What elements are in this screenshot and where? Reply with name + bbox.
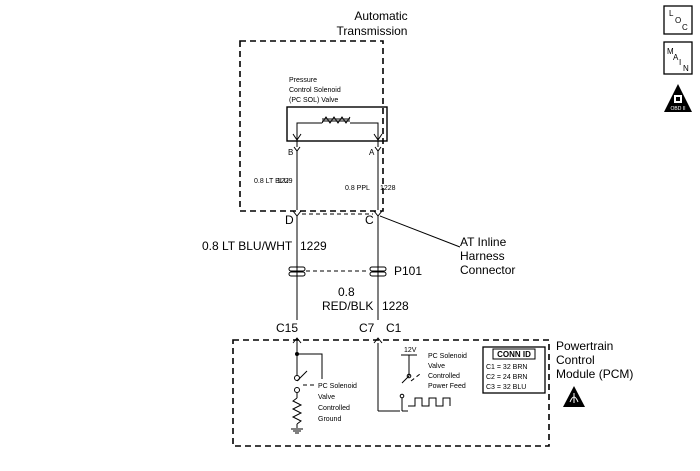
loc-letter-l: L [669,9,674,18]
pcm-pin-c7-symbol [373,337,383,344]
esd-warning-icon [563,386,585,407]
p101-label: P101 [394,264,422,278]
wire-circuit-1228-main: 1228 [382,299,409,313]
solenoid-pin-a-symbol [374,146,382,152]
conn-id-row-2: C2 = 24 BRN [486,374,527,381]
ground-label-line1: PC Solenoid [318,383,357,390]
wire-label-red-blk: RED/BLK [322,299,373,313]
voltage-label: 12V [404,347,417,354]
solenoid-label-line3: (PC SOL) Valve [289,97,338,104]
feed-label-line3: Controlled [428,373,460,380]
loc-letter-o: O [675,16,681,25]
loc-letter-c: C [682,23,688,32]
main-nav-icon[interactable]: M A I N [663,41,693,75]
wire-label-red-blk-gauge: 0.8 [338,285,355,299]
wire-circuit-1228-internal: 1228 [380,185,396,192]
obd-ii-icon[interactable]: OBD II [664,84,692,112]
wire-label-ppl: 0.8 PPL [345,185,370,192]
ground-label-line3: Controlled [318,405,350,412]
connector-pin-c: C [365,213,374,227]
conn-id-header-box [492,348,536,360]
pcm-label-line2: Control [556,353,595,367]
pcm-pin-c7: C7 [359,321,375,335]
connector-pin-d: D [285,213,294,227]
p101-connector-right [369,266,387,277]
ground-label-line4: Ground [318,416,341,423]
conn-id-row-1: C1 = 32 BRN [486,364,527,371]
pcm-label-line1: Powertrain [556,339,613,353]
wire-circuit-1229-main: 1229 [300,239,327,253]
harness-label-line1: AT Inline [460,235,507,249]
main-letter-n: N [683,64,689,73]
transmission-boundary [239,40,384,212]
wire-label-lt-blu-wht: 0.8 LT BLU/WHT [202,239,293,253]
transmission-title-line1: Automatic [354,9,407,23]
feed-label-line1: PC Solenoid [428,353,467,360]
pcm-pin-c1: C1 [386,321,402,335]
pcm-label-line3: Module (PCM) [556,367,633,381]
pcm-boundary [232,339,550,447]
conn-id-header: CONN ID [497,350,531,359]
solenoid-pin-b-symbol [293,146,301,152]
solenoid-pin-b: B [288,148,293,157]
pc-solenoid-box [286,106,388,142]
wire-circuit-1229-internal: 1229 [277,178,293,185]
conn-id-table [482,346,546,394]
pcm-pin-c15: C15 [276,321,298,335]
p101-connector-left [288,266,306,277]
harness-label-line2: Harness [460,249,505,263]
loc-nav-icon[interactable]: L O C [663,5,693,35]
main-letter-i: I [679,58,681,67]
feed-label-line4: Power Feed [428,383,466,390]
transmission-title-line2: Transmission [337,24,408,38]
connector-c-symbol [373,210,383,217]
solenoid-coil-icon [292,116,383,141]
feed-label-dash [410,373,421,382]
main-letter-a: A [673,53,679,62]
solenoid-label-line2: Control Solenoid [289,87,341,94]
ground-label-line2: Valve [318,394,335,401]
wire-label-lt-blu: 0.8 LT BLU [254,178,289,185]
ground-driver-circuit [291,338,323,434]
conn-id-row-3: C3 = 32 BLU [486,384,526,391]
main-letter-m: M [667,47,674,56]
solenoid-pin-a: A [369,148,375,157]
power-feed-circuit: 12V [377,343,451,412]
feed-label-line2: Valve [428,363,445,370]
solenoid-label-line1: Pressure [289,77,317,84]
harness-leader-line [379,215,461,248]
obd-ii-label: OBD II [670,106,685,112]
connector-d-symbol [292,210,302,217]
harness-label-line3: Connector [460,263,515,277]
